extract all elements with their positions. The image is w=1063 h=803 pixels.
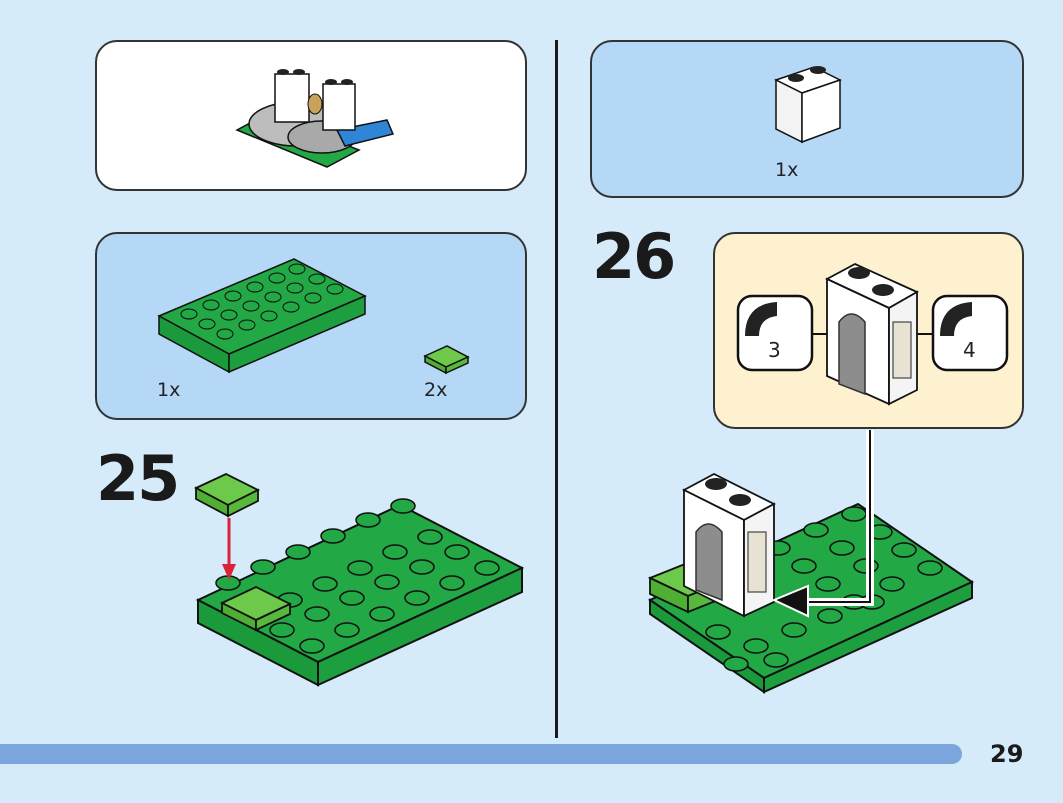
parts-list-step25: 1x 2x (95, 232, 527, 420)
step25-illustration (193, 473, 525, 687)
submodel-preview-illustration (235, 69, 395, 168)
sticker-page-left: 3 (768, 338, 781, 362)
submodel-preview-box (95, 40, 527, 191)
callout-illustration (736, 262, 1009, 406)
sticker-callout-box: 3 4 (713, 232, 1024, 429)
plate-quantity: 1x (157, 379, 181, 401)
light-green-tile-part (423, 345, 470, 375)
column-divider (555, 40, 558, 738)
progress-bar (0, 744, 962, 764)
parts-list-step26: 1x (590, 40, 1024, 198)
brick-quantity: 1x (775, 159, 799, 181)
sticker-page-right: 4 (963, 338, 976, 362)
tile-quantity: 2x (424, 379, 448, 401)
step-number-25: 25 (96, 442, 180, 515)
white-brick-1x2x2-part (774, 66, 842, 144)
step-number-26: 26 (592, 220, 676, 293)
step26-illustration (647, 430, 975, 694)
green-plate-4x6-part (157, 258, 367, 374)
page-number: 29 (990, 740, 1024, 768)
